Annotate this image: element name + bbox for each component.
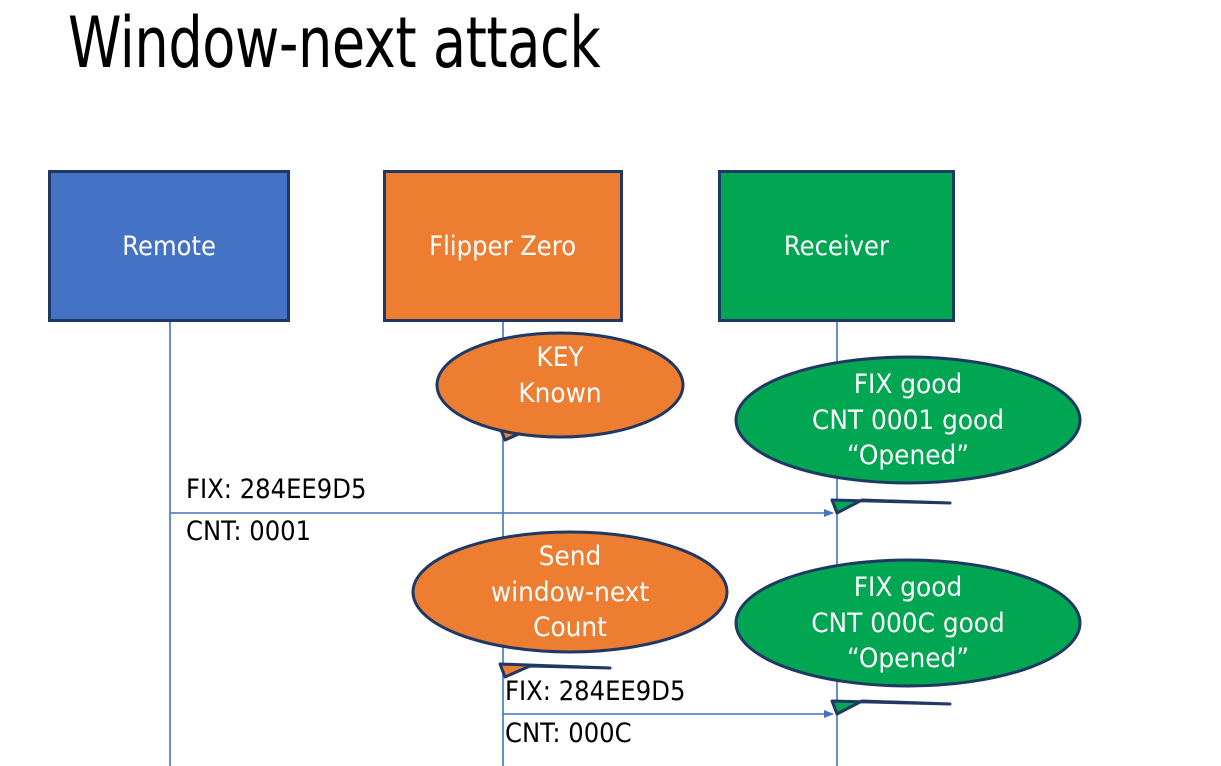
callout-body-receiver-ack-1 xyxy=(734,355,1082,485)
actor-box-flipper-zero[interactable]: Flipper Zero xyxy=(383,170,623,322)
message-arrows xyxy=(170,509,834,718)
callout-body-send-window-next xyxy=(411,530,729,654)
actor-box-receiver[interactable]: Receiver xyxy=(718,170,955,322)
message-label-2-fix: FIX: 284EE9D5 xyxy=(505,676,686,707)
actor-label-receiver: Receiver xyxy=(783,230,890,262)
callout-key-known xyxy=(435,331,685,442)
actor-box-remote[interactable]: Remote xyxy=(48,170,290,322)
callout-tail-receiver-ack-1 xyxy=(830,498,952,515)
message-label-1-fix: FIX: 284EE9D5 xyxy=(186,474,367,505)
actor-label-remote: Remote xyxy=(122,230,216,262)
callout-send-window-next xyxy=(411,530,729,679)
page-title: Window-next attack xyxy=(68,2,601,84)
callout-body-receiver-ack-2 xyxy=(734,558,1082,688)
message-label-2-cnt: CNT: 000C xyxy=(505,718,632,749)
callout-receiver-ack-2 xyxy=(734,558,1082,716)
callout-tail-send-window-next xyxy=(498,662,612,679)
callout-receiver-ack-1 xyxy=(734,355,1082,515)
actor-label-flipper-zero: Flipper Zero xyxy=(429,230,577,262)
message-label-1-cnt: CNT: 0001 xyxy=(186,516,312,547)
callout-body-key-known xyxy=(435,331,685,439)
callout-tail-receiver-ack-2 xyxy=(830,699,952,716)
